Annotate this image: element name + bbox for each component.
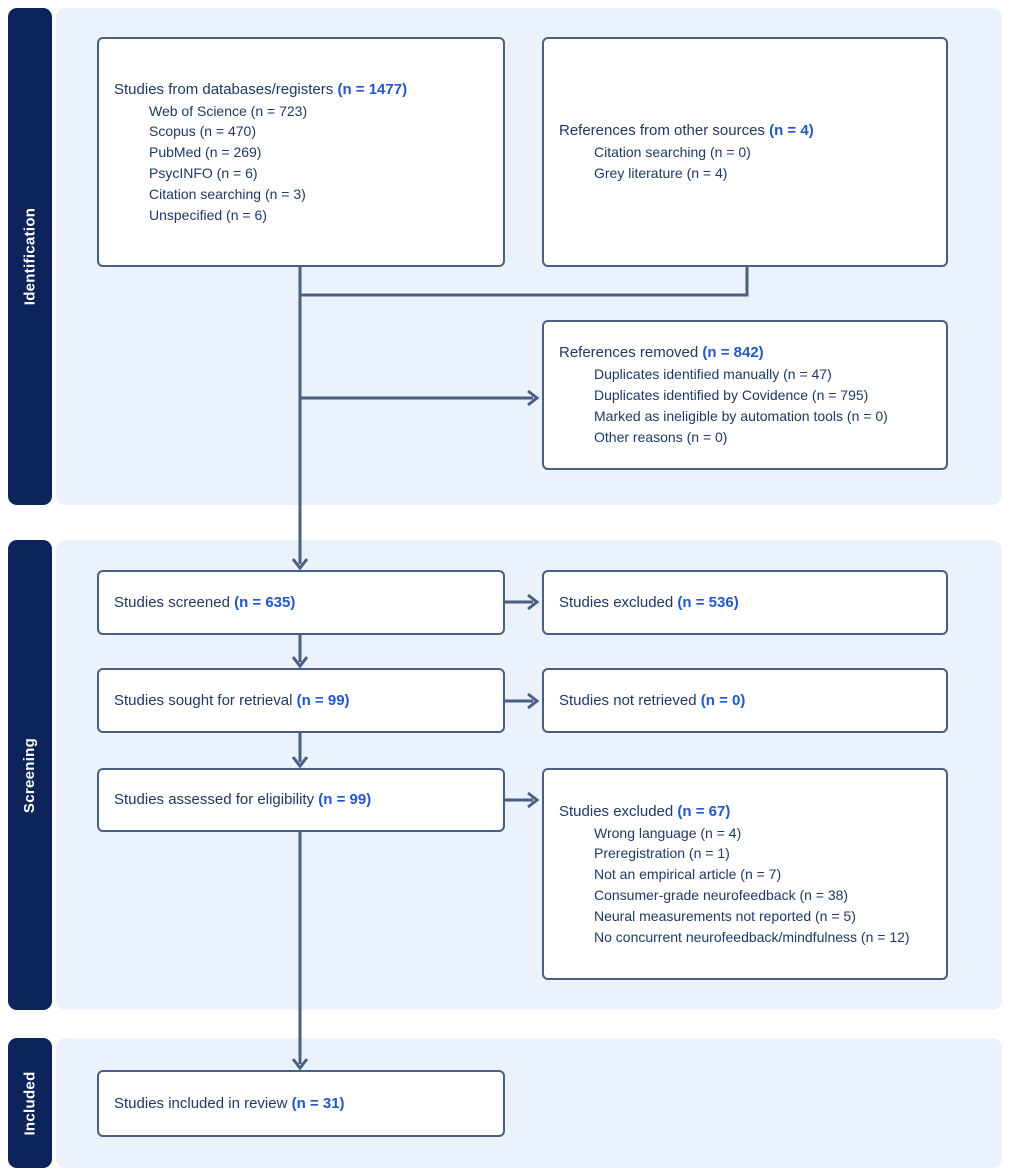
box-title: Studies included in review (n = 31) — [114, 1094, 345, 1112]
list-item: Duplicates identified by Covidence (n = … — [594, 387, 869, 404]
list-item: Citation searching (n = 0) — [594, 144, 751, 161]
identification-stage-label: Identification — [21, 207, 39, 306]
list-item: Other reasons (n = 0) — [594, 428, 728, 445]
identification-stage-bar: Identification — [8, 8, 52, 505]
screening-stage-label: Screening — [21, 737, 39, 813]
list-item: Neural measurements not reported (n = 5) — [594, 907, 856, 924]
list-item: Citation searching (n = 3) — [149, 185, 306, 202]
count-badge: (n = 842) — [702, 344, 764, 362]
list-item: Unspecified (n = 6) — [149, 206, 267, 223]
count-badge: (n = 1477) — [337, 80, 408, 98]
box-title: Studies excluded (n = 67) — [559, 802, 731, 820]
box-title: References removed (n = 842) — [559, 344, 764, 362]
screening-stage-bar: Screening — [8, 540, 52, 1010]
count-badge: (n = 536) — [677, 593, 739, 611]
list-item: Duplicates identified manually (n = 47) — [594, 366, 832, 383]
box-studies-assessed-eligibility: Studies assessed for eligibility (n = 99… — [97, 768, 505, 832]
list-item: Wrong language (n = 4) — [594, 824, 742, 841]
list-item: Web of Science (n = 723) — [149, 102, 308, 119]
list-item: Grey literature (n = 4) — [594, 165, 728, 181]
count-badge: (n = 99) — [318, 791, 372, 808]
box-studies-excluded-eligibility: Studies excluded (n = 67) Wrong language… — [542, 768, 948, 980]
box-studies-from-databases: Studies from databases/registers (n = 14… — [97, 37, 505, 267]
list-item: Consumer-grade neurofeedback (n = 38) — [594, 887, 849, 903]
box-title: Studies from databases/registers (n = 14… — [114, 80, 408, 98]
list-item: Preregistration (n = 1) — [594, 845, 730, 862]
box-references-removed: References removed (n = 842) Duplicates … — [542, 320, 948, 470]
box-studies-not-retrieved: Studies not retrieved (n = 0) — [542, 668, 948, 733]
count-badge: (n = 0) — [700, 691, 746, 709]
list-item: Not an empirical article (n = 7) — [594, 866, 782, 883]
box-title: Studies screened (n = 635) — [114, 593, 296, 611]
box-title: References from other sources (n = 4) — [559, 122, 814, 140]
list-item: PubMed (n = 269) — [149, 144, 262, 161]
box-title: Studies not retrieved (n = 0) — [559, 691, 746, 709]
box-item-list: Wrong language (n = 4) Preregistration (n… — [559, 823, 931, 948]
box-studies-screened: Studies screened (n = 635) — [97, 570, 505, 635]
list-item: PsycINFO (n = 6) — [149, 165, 258, 181]
box-item-list: Duplicates identified manually (n = 47) D… — [559, 364, 931, 447]
list-item: Scopus (n = 470) — [149, 123, 257, 140]
box-item-list: Web of Science (n = 723) Scopus (n = 470)… — [114, 101, 488, 226]
count-badge: (n = 67) — [677, 802, 731, 820]
count-badge: (n = 635) — [234, 593, 296, 611]
box-title: Studies sought for retrieval (n = 99) — [114, 691, 350, 709]
count-badge: (n = 31) — [291, 1094, 345, 1112]
box-studies-included-review: Studies included in review (n = 31) — [97, 1070, 505, 1137]
box-studies-sought-retrieval: Studies sought for retrieval (n = 99) — [97, 668, 505, 733]
count-badge: (n = 99) — [296, 691, 350, 709]
included-stage-label: Included — [21, 1070, 39, 1136]
box-studies-excluded-screening: Studies excluded (n = 536) — [542, 570, 948, 635]
box-item-list: Citation searching (n = 0) Grey literatur… — [559, 142, 931, 184]
list-item: No concurrent neurofeedback/mindfulness … — [594, 928, 910, 945]
included-stage-bar: Included — [8, 1038, 52, 1168]
list-item: Marked as ineligible by automation tools… — [594, 408, 888, 424]
box-references-other-sources: References from other sources (n = 4) Ci… — [542, 37, 948, 267]
box-title: Studies assessed for eligibility (n = 99… — [114, 791, 372, 808]
count-badge: (n = 4) — [769, 122, 814, 140]
box-title: Studies excluded (n = 536) — [559, 593, 739, 611]
